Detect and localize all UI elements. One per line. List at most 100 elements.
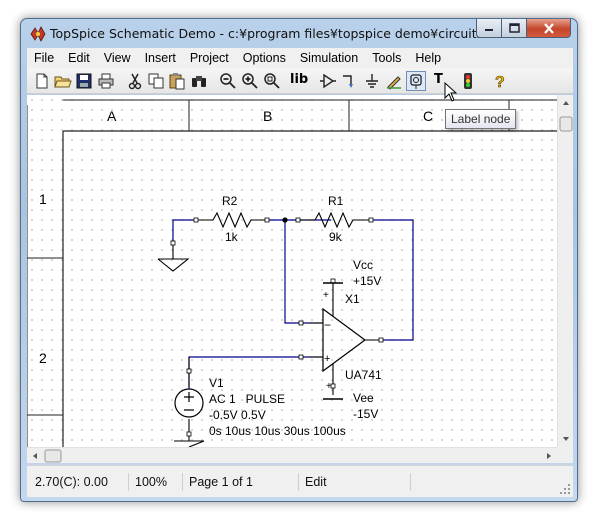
schematic-canvas[interactable]: A B C 1 2 R2 1k [27, 95, 557, 447]
horizontal-scroll-thumb [44, 449, 62, 463]
vee-plus-pin: + [326, 381, 332, 392]
copy-button[interactable] [147, 72, 165, 90]
column-label-a: A [107, 108, 117, 124]
vee-value: -15V [353, 407, 378, 421]
v1-spec-line2: -0.5V 0.5V [209, 408, 266, 422]
open-folder-icon [54, 76, 72, 88]
cut-button[interactable] [126, 72, 144, 90]
r2-name: R2 [222, 194, 238, 208]
row-label-2: 2 [39, 350, 47, 366]
help-button[interactable]: ? [491, 72, 509, 92]
resistor-r1[interactable]: R1 9k [295, 194, 374, 244]
vee-name: Vee [353, 391, 374, 405]
maximize-icon [508, 23, 520, 33]
new-file-icon [36, 73, 48, 89]
close-icon [543, 22, 554, 34]
scroll-down-arrow-icon [563, 437, 569, 441]
new-file-button[interactable] [33, 72, 51, 90]
status-page: Page 1 of 1 [185, 473, 299, 491]
menu-file[interactable]: File [34, 51, 55, 65]
menu-help[interactable]: Help [415, 51, 442, 65]
menu-simulation[interactable]: Simulation [299, 51, 359, 65]
horizontal-scrollbar-parts [33, 449, 551, 463]
resize-grip-icon[interactable] [559, 483, 571, 495]
v1-spec-line1: AC 1 PULSE [209, 392, 285, 406]
run-simulation-button[interactable] [459, 72, 477, 90]
opamp-minus-pin: − [324, 318, 331, 332]
pencil-icon [387, 76, 401, 90]
menu-bar: File Edit View Insert Project Options Si… [27, 48, 573, 68]
zoom-out-button[interactable] [219, 72, 237, 90]
traffic-light-icon [464, 73, 472, 89]
insert-component-button[interactable] [319, 72, 337, 90]
question-mark-icon: ? [495, 74, 505, 92]
menu-options[interactable]: Options [242, 51, 286, 65]
tooltip: Label node [445, 109, 517, 129]
vertical-scrollbar[interactable] [557, 95, 573, 447]
ground-symbol-1 [157, 240, 190, 272]
vcc-plus-pin: + [323, 290, 329, 301]
ground-icon [366, 74, 378, 88]
opamp-plus-pin: + [324, 353, 330, 365]
opamp-name: X1 [345, 292, 360, 306]
column-label-c: C [423, 108, 433, 124]
schematic-drawing: A B C 1 2 R2 1k [27, 99, 557, 447]
print-button[interactable] [97, 72, 115, 90]
menu-project[interactable]: Project [189, 51, 229, 65]
save-button[interactable] [75, 72, 93, 90]
scroll-left-arrow-icon [33, 453, 37, 459]
floppy-disk-icon [76, 73, 92, 89]
topspice-app-icon[interactable] [29, 25, 47, 43]
opamp-model: UA741 [345, 368, 382, 382]
toolbar: lib T ? [27, 68, 573, 94]
open-file-button[interactable] [54, 72, 72, 90]
text-tool-button[interactable]: T [434, 72, 443, 87]
resistor-r2[interactable]: R2 1k [193, 194, 270, 244]
mouse-cursor-icon [444, 82, 458, 102]
maximize-button[interactable] [502, 19, 527, 38]
vcc-name: Vcc [353, 258, 373, 272]
zoom-in-icon [242, 73, 258, 89]
find-button[interactable] [190, 72, 208, 90]
copy-icon [148, 73, 164, 89]
printer-icon [98, 73, 114, 89]
voltage-source-v1[interactable]: V1 AC 1 PULSE -0.5V 0.5V 0s 10us 10us 30… [174, 357, 346, 438]
vertical-scrollbar-parts [559, 101, 573, 441]
insert-ground-button[interactable] [363, 72, 381, 90]
v1-spec-line3: 0s 10us 10us 30us 100us [209, 424, 346, 438]
label-node-icon [410, 74, 422, 89]
v1-name: V1 [209, 376, 224, 390]
opamp-x1[interactable]: − + + + X1 UA741 [298, 278, 384, 400]
zoom-fit-icon [264, 73, 280, 89]
zoom-in-button[interactable] [241, 72, 259, 90]
status-coordinates: 2.70(C): 0.00 [31, 473, 129, 491]
status-zoom: 100% [131, 473, 183, 491]
svg-text:?: ? [495, 74, 505, 90]
minimize-button[interactable] [476, 19, 502, 38]
paste-button[interactable] [168, 72, 186, 90]
title-bar[interactable]: TopSpice Schematic Demo - c:¥program fil… [21, 19, 577, 47]
menu-view[interactable]: View [103, 51, 131, 65]
column-label-b: B [263, 108, 272, 124]
label-node-button[interactable] [406, 71, 426, 91]
status-mode: Edit [301, 473, 411, 491]
menu-tools[interactable]: Tools [372, 51, 402, 65]
menu-edit[interactable]: Edit [68, 51, 90, 65]
scrollbar-corner [557, 447, 573, 463]
menu-insert[interactable]: Insert [144, 51, 176, 65]
zoom-fit-button[interactable] [263, 72, 281, 90]
r2-value: 1k [225, 230, 239, 244]
binoculars-icon [192, 76, 206, 87]
r1-name: R1 [328, 194, 344, 208]
wire-icon [343, 75, 353, 88]
close-button[interactable] [527, 19, 571, 38]
vertical-scroll-thumb [559, 116, 573, 132]
vcc-value: +15V [353, 274, 381, 288]
app-window: TopSpice Schematic Demo - c:¥program fil… [20, 18, 578, 502]
insert-wire-button[interactable] [341, 72, 359, 90]
junction-node [282, 217, 288, 223]
draw-line-button[interactable] [385, 72, 403, 90]
library-button[interactable]: lib [290, 72, 309, 87]
scroll-up-arrow-icon [563, 101, 569, 105]
horizontal-scrollbar[interactable] [27, 447, 557, 463]
